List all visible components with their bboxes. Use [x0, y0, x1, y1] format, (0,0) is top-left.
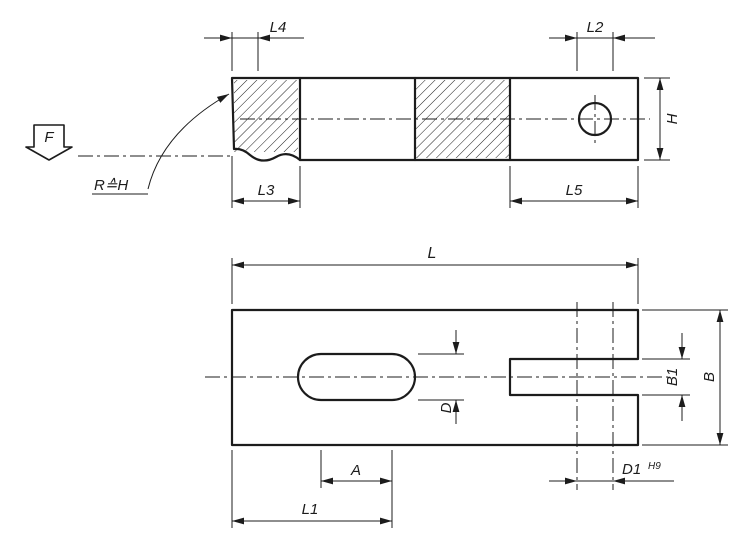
dim-d1-label: D1	[622, 461, 641, 478]
dim-d: D	[418, 330, 464, 424]
dim-l2-label: L2	[587, 19, 604, 36]
part-outline	[230, 76, 640, 162]
dim-b1-label: B1	[664, 368, 681, 386]
dim-b1: B1	[642, 333, 690, 421]
dim-l4: L4	[204, 19, 304, 71]
dim-b-label: B	[701, 372, 718, 382]
hole	[577, 101, 613, 137]
dim-h-label: H	[664, 113, 681, 124]
dim-l: L	[231, 245, 639, 304]
part-plan-view	[230, 308, 640, 447]
dim-a-label: A	[350, 462, 361, 479]
dim-h: H	[644, 77, 681, 161]
hatch-section-mid	[416, 80, 509, 158]
bottom-view-centerlines	[205, 302, 668, 490]
force-label: F	[44, 129, 54, 146]
radius-note-label: R≙H	[94, 177, 128, 194]
plan-outline	[230, 308, 640, 447]
dim-l3-label: L3	[258, 182, 275, 199]
dim-l1: L1	[231, 450, 392, 528]
hatch-section-left	[234, 80, 298, 152]
dim-l2: L2	[549, 19, 655, 71]
dim-d1-tolerance-label: H9	[648, 461, 661, 472]
force-symbol: F	[25, 124, 73, 161]
dim-b: B	[642, 309, 728, 446]
force-arrow-icon	[25, 124, 73, 161]
dim-l-label: L	[428, 245, 437, 262]
radius-leader	[147, 93, 230, 190]
dim-l5-label: L5	[566, 182, 583, 199]
slot	[296, 352, 417, 402]
bottom-view: L D A L1 D1 H9	[205, 245, 728, 528]
top-view: F R≙H L4 L2 H	[25, 19, 681, 208]
dim-l4-label: L4	[270, 19, 287, 36]
dim-l5: L5	[509, 166, 639, 208]
dim-d-label: D	[438, 402, 455, 413]
top-view-centerlines	[78, 95, 650, 157]
radius-callout: R≙H	[92, 93, 230, 195]
part-side-view	[230, 76, 640, 162]
dim-l1-label: L1	[302, 501, 319, 518]
dim-l3: L3	[231, 156, 301, 208]
dim-d1: D1 H9	[549, 461, 674, 485]
dim-a: A	[320, 450, 393, 528]
